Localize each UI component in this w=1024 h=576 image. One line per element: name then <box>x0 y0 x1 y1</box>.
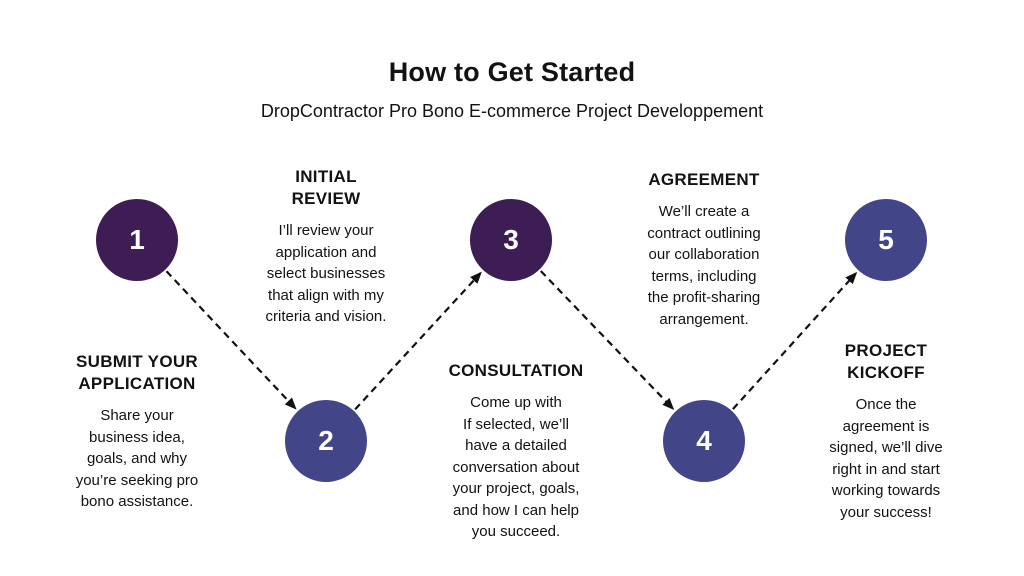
step-description: I’ll review your application and select … <box>265 222 387 325</box>
step-description: We’ll create a contract outlining our co… <box>647 203 761 328</box>
step-number: 1 <box>129 224 145 255</box>
step-number: 2 <box>318 425 334 456</box>
step-number: 5 <box>878 224 894 255</box>
step-title: AGREEMENT <box>648 170 760 189</box>
step-text-block: AGREEMENT We’ll create a contract outlin… <box>604 169 804 330</box>
step-title: SUBMIT YOUR APPLICATION <box>76 352 198 393</box>
step-circle: 4 <box>663 400 745 482</box>
step-circle: 3 <box>470 199 552 281</box>
step-circle: 2 <box>285 400 367 482</box>
step-text-block: INITIAL REVIEW I’ll review your applicat… <box>226 166 426 328</box>
step-description: Share your business idea, goals, and why… <box>75 407 199 510</box>
step-number: 4 <box>696 425 712 456</box>
step-description: Come up with If selected, we’ll have a d… <box>452 394 580 540</box>
step-number: 3 <box>503 224 519 255</box>
step-title: INITIAL REVIEW <box>291 167 361 208</box>
page-title: How to Get Started <box>388 57 636 87</box>
step-circle: 5 <box>845 199 927 281</box>
step-title: PROJECT KICKOFF <box>844 341 928 382</box>
step-circle: 1 <box>96 199 178 281</box>
step-text-block: SUBMIT YOUR APPLICATION Share your busin… <box>37 351 237 513</box>
page-subtitle: DropContractor Pro Bono E-commerce Proje… <box>260 101 764 121</box>
step-text-block: PROJECT KICKOFF Once the agreement is si… <box>786 340 986 523</box>
step-text-block: CONSULTATION Come up with If selected, w… <box>416 360 616 543</box>
step-title: CONSULTATION <box>448 361 584 380</box>
step-description: Once the agreement is signed, we’ll dive… <box>829 396 943 521</box>
